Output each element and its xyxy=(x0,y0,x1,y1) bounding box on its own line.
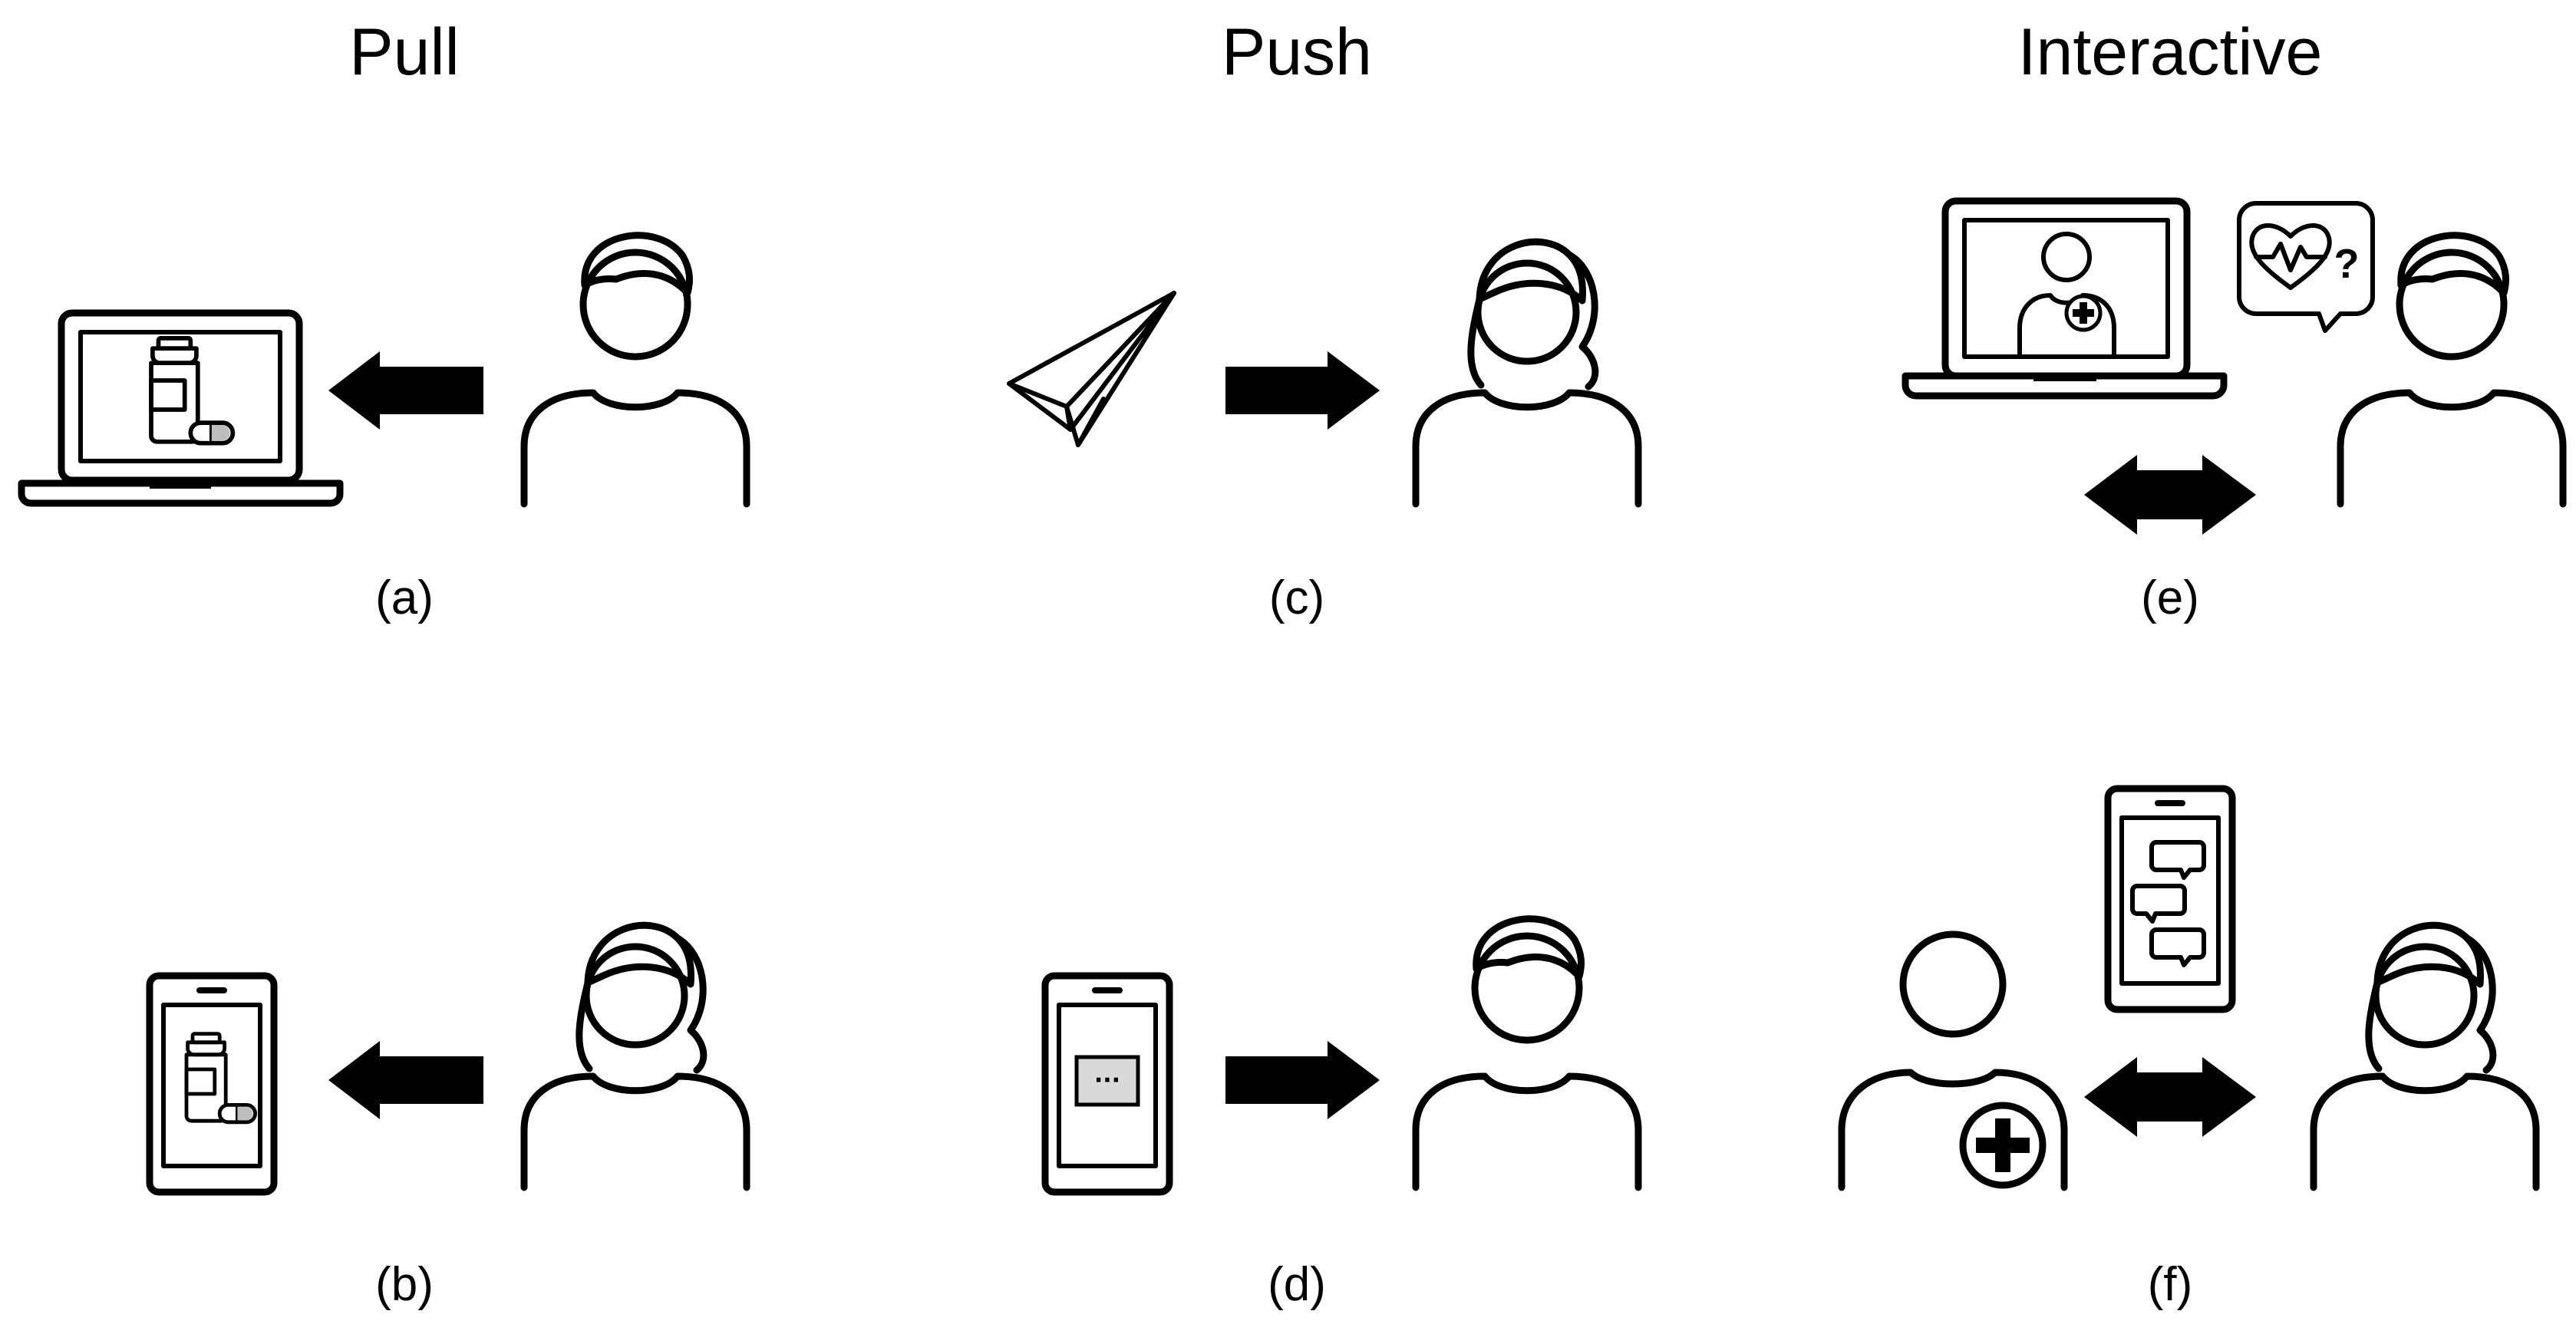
laptop-doctor-icon xyxy=(1901,197,2228,400)
column-title-interactive: Interactive xyxy=(2017,15,2323,89)
person-icon xyxy=(524,236,747,504)
column-title-pull: Pull xyxy=(349,15,460,89)
arrow-right-icon xyxy=(1225,351,1380,430)
laptop-medicine-icon xyxy=(18,309,344,507)
panel-label-f: (f) xyxy=(2147,1258,2193,1311)
bubble-question-mark: ? xyxy=(2334,241,2360,287)
person-icon xyxy=(1416,919,1638,1187)
phone-notification-icon: ··· xyxy=(1041,972,1173,1196)
panel-label-d: (d) xyxy=(1268,1258,1326,1311)
person-icon xyxy=(1416,242,1638,504)
panel-label-e: (e) xyxy=(2141,571,2199,624)
panel-label-a: (a) xyxy=(375,571,434,624)
column-title-push: Push xyxy=(1221,15,1373,89)
phone-message-dots: ··· xyxy=(1094,1067,1120,1094)
double-arrow-icon xyxy=(2084,1057,2256,1137)
person-icon xyxy=(2314,925,2536,1187)
arrow-left-icon xyxy=(328,351,483,430)
arrow-right-icon xyxy=(1225,1041,1380,1119)
arrow-left-icon xyxy=(328,1041,483,1119)
paper-plane-icon xyxy=(1007,291,1176,447)
double-arrow-icon xyxy=(2084,455,2256,535)
doctor-icon xyxy=(1842,934,2064,1187)
phone-medicine-icon xyxy=(146,972,278,1196)
panel-label-b: (b) xyxy=(375,1258,434,1311)
panel-label-c: (c) xyxy=(1268,571,1325,624)
person-icon xyxy=(524,925,747,1187)
heart-question-bubble-icon: ? xyxy=(2237,201,2375,333)
phone-chat-icon xyxy=(2104,785,2236,1013)
